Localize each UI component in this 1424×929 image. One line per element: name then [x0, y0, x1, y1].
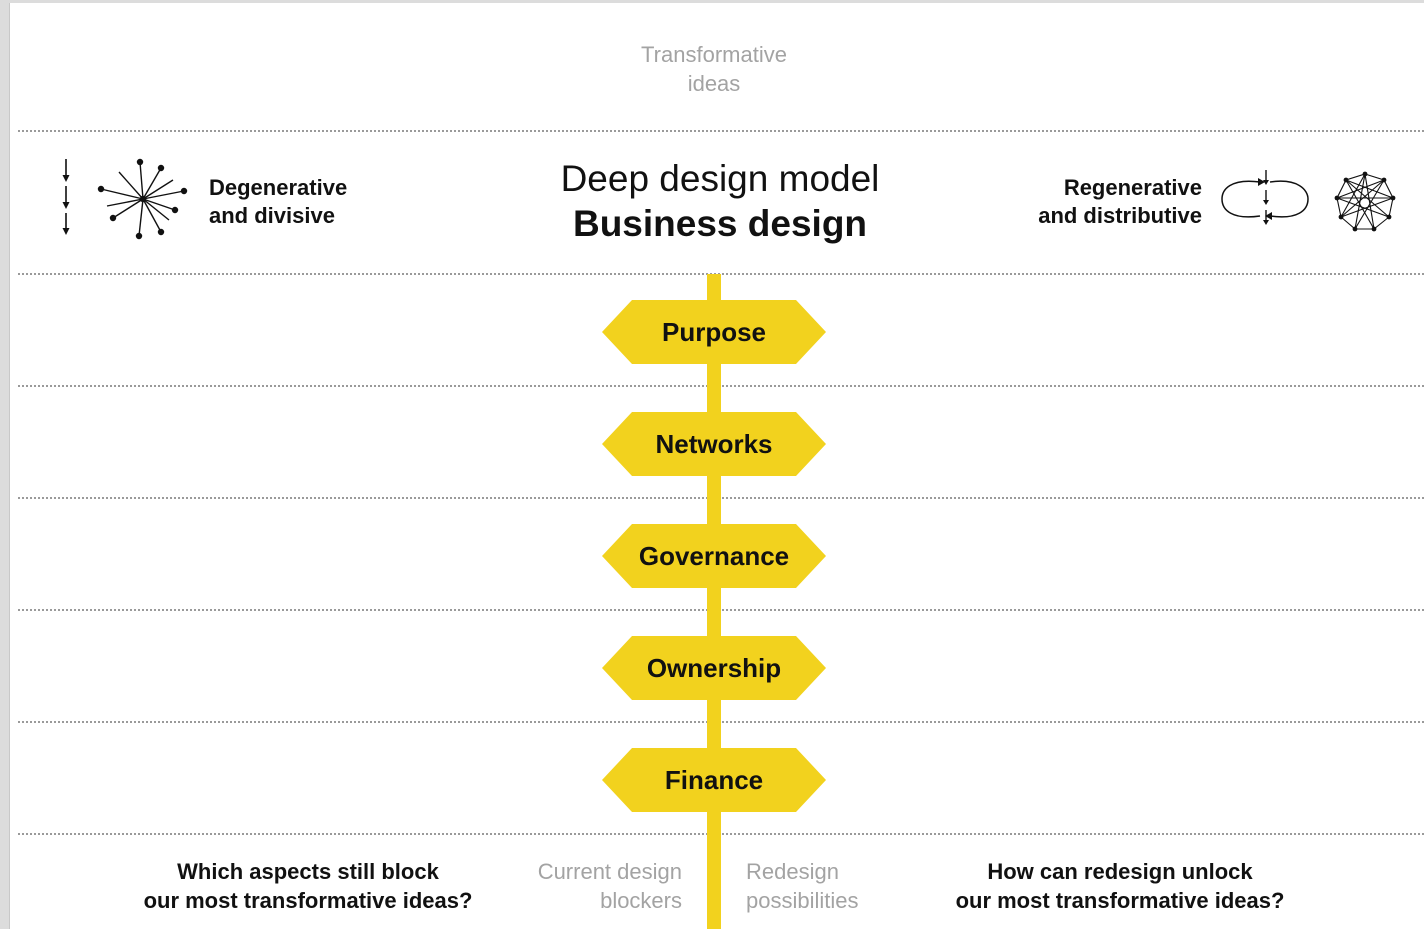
regenerative-line-2: and distributive	[1038, 203, 1202, 228]
signpost-pole	[707, 274, 721, 929]
current-design-line-1: Current design	[537, 859, 682, 884]
board-border	[9, 3, 10, 929]
blocker-question-line-1: Which aspects still block	[177, 859, 439, 884]
transformative-ideas-label: Transformative ideas	[614, 40, 814, 98]
redesign-line-1: Redesign	[746, 859, 839, 884]
redesign-line-2: possibilities	[746, 888, 859, 913]
separator-line	[18, 833, 1424, 835]
sign-label: Ownership	[646, 652, 782, 683]
redesign-possibilities-label: Redesign possibilities	[746, 857, 918, 915]
sign-label: Networks	[655, 428, 773, 459]
blocker-question: Which aspects still block our most trans…	[118, 857, 498, 915]
current-design-blockers-label: Current design blockers	[510, 857, 682, 915]
separator-line	[18, 497, 1424, 499]
page-title: Deep design model Business design	[470, 157, 970, 247]
sign-governance[interactable]: Governance	[602, 524, 826, 588]
sign-networks[interactable]: Networks	[602, 412, 826, 476]
sign-purpose[interactable]: Purpose	[602, 300, 826, 364]
blocker-question-line-2: our most transformative ideas?	[143, 888, 473, 913]
cycle-arrows-icon	[1221, 170, 1309, 225]
degenerative-line-2: and divisive	[209, 203, 335, 228]
unlock-question: How can redesign unlock our most transfo…	[940, 857, 1300, 915]
degenerative-line-1: Degenerative	[209, 175, 348, 200]
sign-finance[interactable]: Finance	[602, 748, 826, 812]
separator-line	[18, 385, 1424, 387]
sign-ownership[interactable]: Ownership	[602, 636, 826, 700]
sign-label: Finance	[664, 764, 764, 795]
centralized-star-icon	[97, 158, 188, 240]
title-line-2: Business design	[572, 203, 868, 244]
transformative-ideas-text: Transformative ideas	[641, 42, 787, 96]
separator-line	[18, 609, 1424, 611]
unlock-question-line-2: our most transformative ideas?	[955, 888, 1285, 913]
regenerative-line-1: Regenerative	[1063, 175, 1202, 200]
distributed-network-icon	[1334, 171, 1396, 232]
title-line-1: Deep design model	[560, 158, 880, 199]
sign-label: Purpose	[661, 316, 767, 347]
separator-line	[18, 273, 1424, 275]
descending-arrows-icon	[62, 159, 70, 235]
degenerative-label: Degenerative and divisive	[209, 174, 347, 230]
canvas-board: Transformative ideas Deep design model B…	[10, 3, 1424, 929]
current-design-line-2: blockers	[600, 888, 682, 913]
separator-line	[18, 130, 1424, 132]
separator-line	[18, 721, 1424, 723]
regenerative-label: Regenerative and distributive	[990, 174, 1202, 230]
sign-label: Governance	[638, 540, 790, 571]
unlock-question-line-1: How can redesign unlock	[987, 859, 1253, 884]
